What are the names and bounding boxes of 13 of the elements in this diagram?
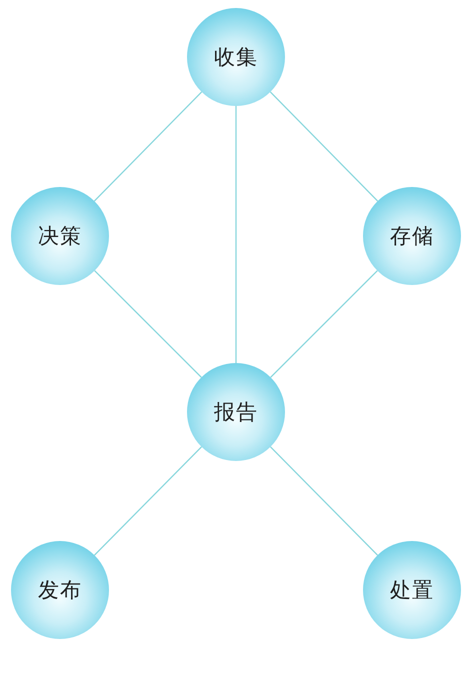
connector-line [270, 270, 378, 378]
node-label: 收集 [214, 44, 258, 71]
connector-line [270, 446, 378, 556]
node-label: 发布 [38, 577, 82, 604]
connector-line [270, 92, 378, 202]
connector-line [94, 92, 202, 202]
node-label: 决策 [38, 223, 82, 250]
connector-line [235, 106, 237, 363]
node-label: 处置 [390, 577, 434, 604]
connector-line [94, 270, 202, 378]
node-label: 存储 [390, 223, 434, 250]
connector-line [94, 446, 202, 556]
node-label: 报告 [214, 399, 258, 426]
